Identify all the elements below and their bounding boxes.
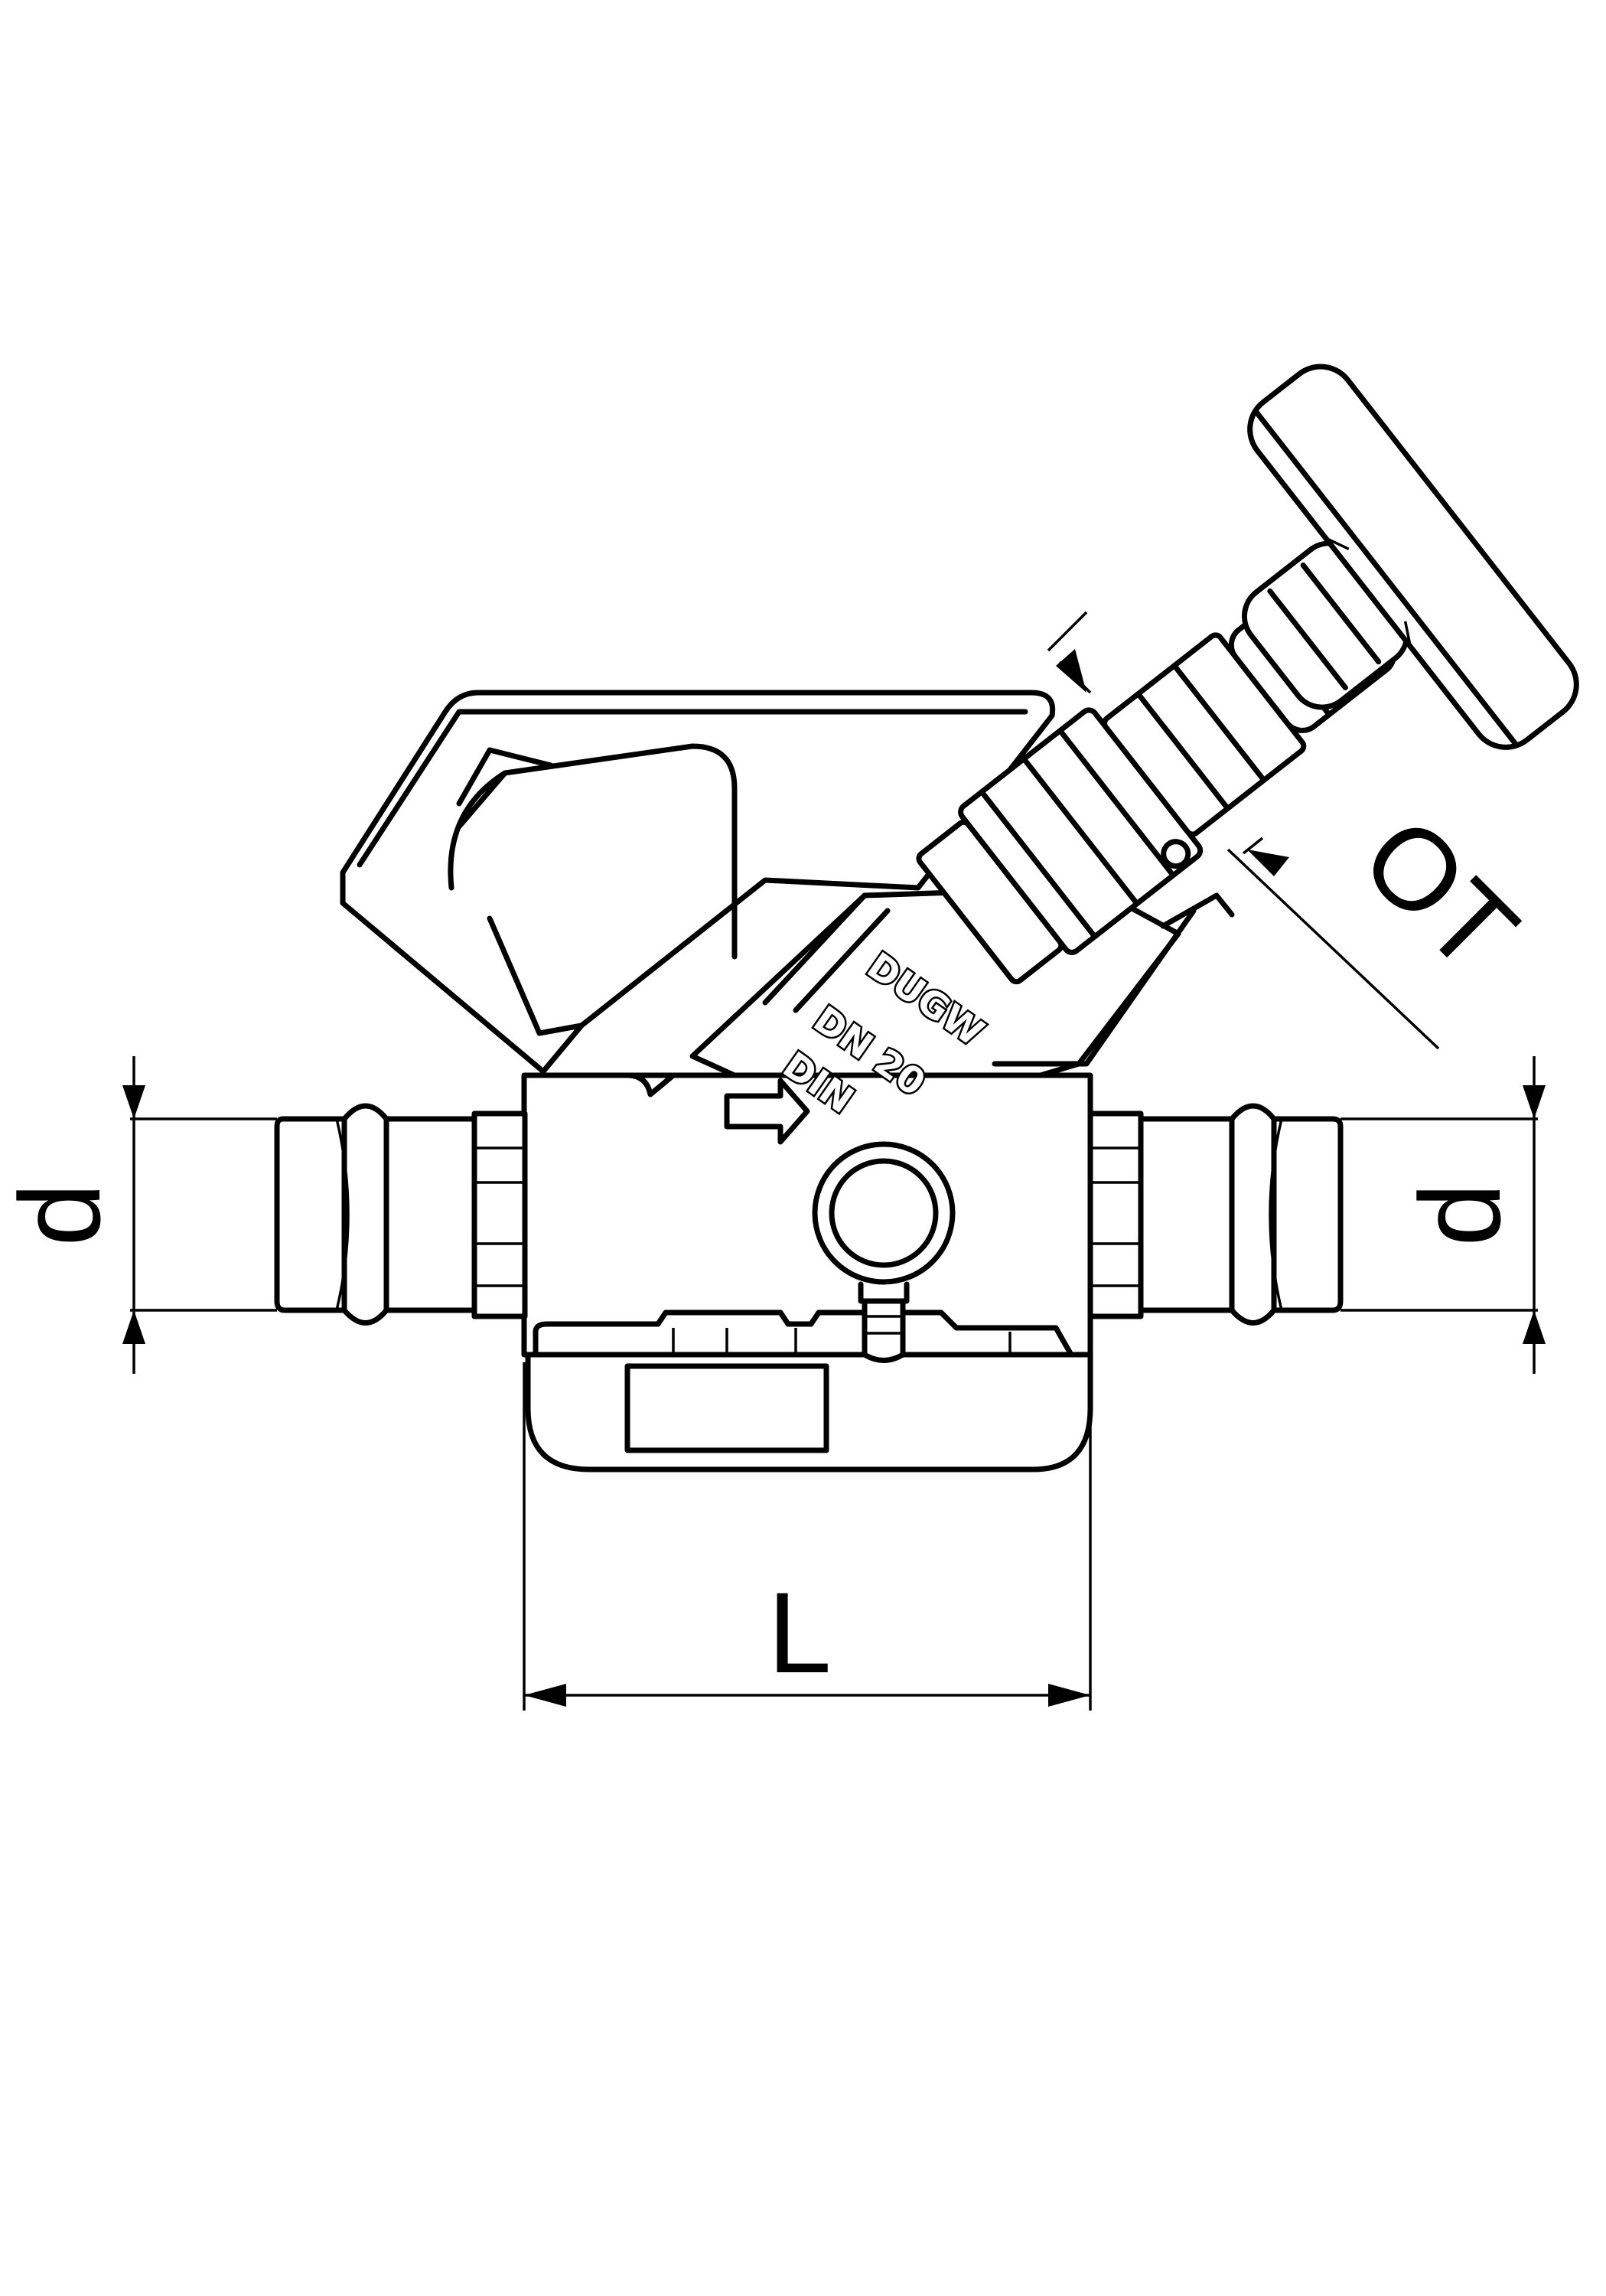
arrow-icon	[1056, 649, 1086, 693]
left-press-connector	[274, 1103, 528, 1326]
dimension-label-d-left: d	[0, 1182, 124, 1246]
dimension-left-d: d	[0, 1056, 277, 1374]
arrow-up-icon	[1523, 1310, 1546, 1344]
arrow-right-icon	[1048, 1684, 1090, 1707]
protective-cage	[340, 690, 1056, 1075]
handwheel	[1241, 364, 1579, 750]
arrow-left-icon	[524, 1684, 566, 1707]
dimension-label-OT: OT	[1338, 792, 1542, 996]
dimension-right-d: d	[1341, 1056, 1546, 1374]
dimension-label-L: L	[767, 1568, 831, 1697]
dimension-length-L: L	[523, 1362, 1092, 1711]
valve-body	[521, 1072, 1093, 1473]
arrow-down-icon	[1523, 1085, 1546, 1119]
dimension-label-d-right: d	[1396, 1182, 1524, 1246]
arrow-down-icon	[122, 1085, 145, 1119]
arrow-icon	[1247, 850, 1289, 876]
flow-direction-arrow-icon	[724, 1078, 810, 1145]
right-press-connector	[1087, 1103, 1344, 1326]
arrow-up-icon	[122, 1310, 145, 1344]
